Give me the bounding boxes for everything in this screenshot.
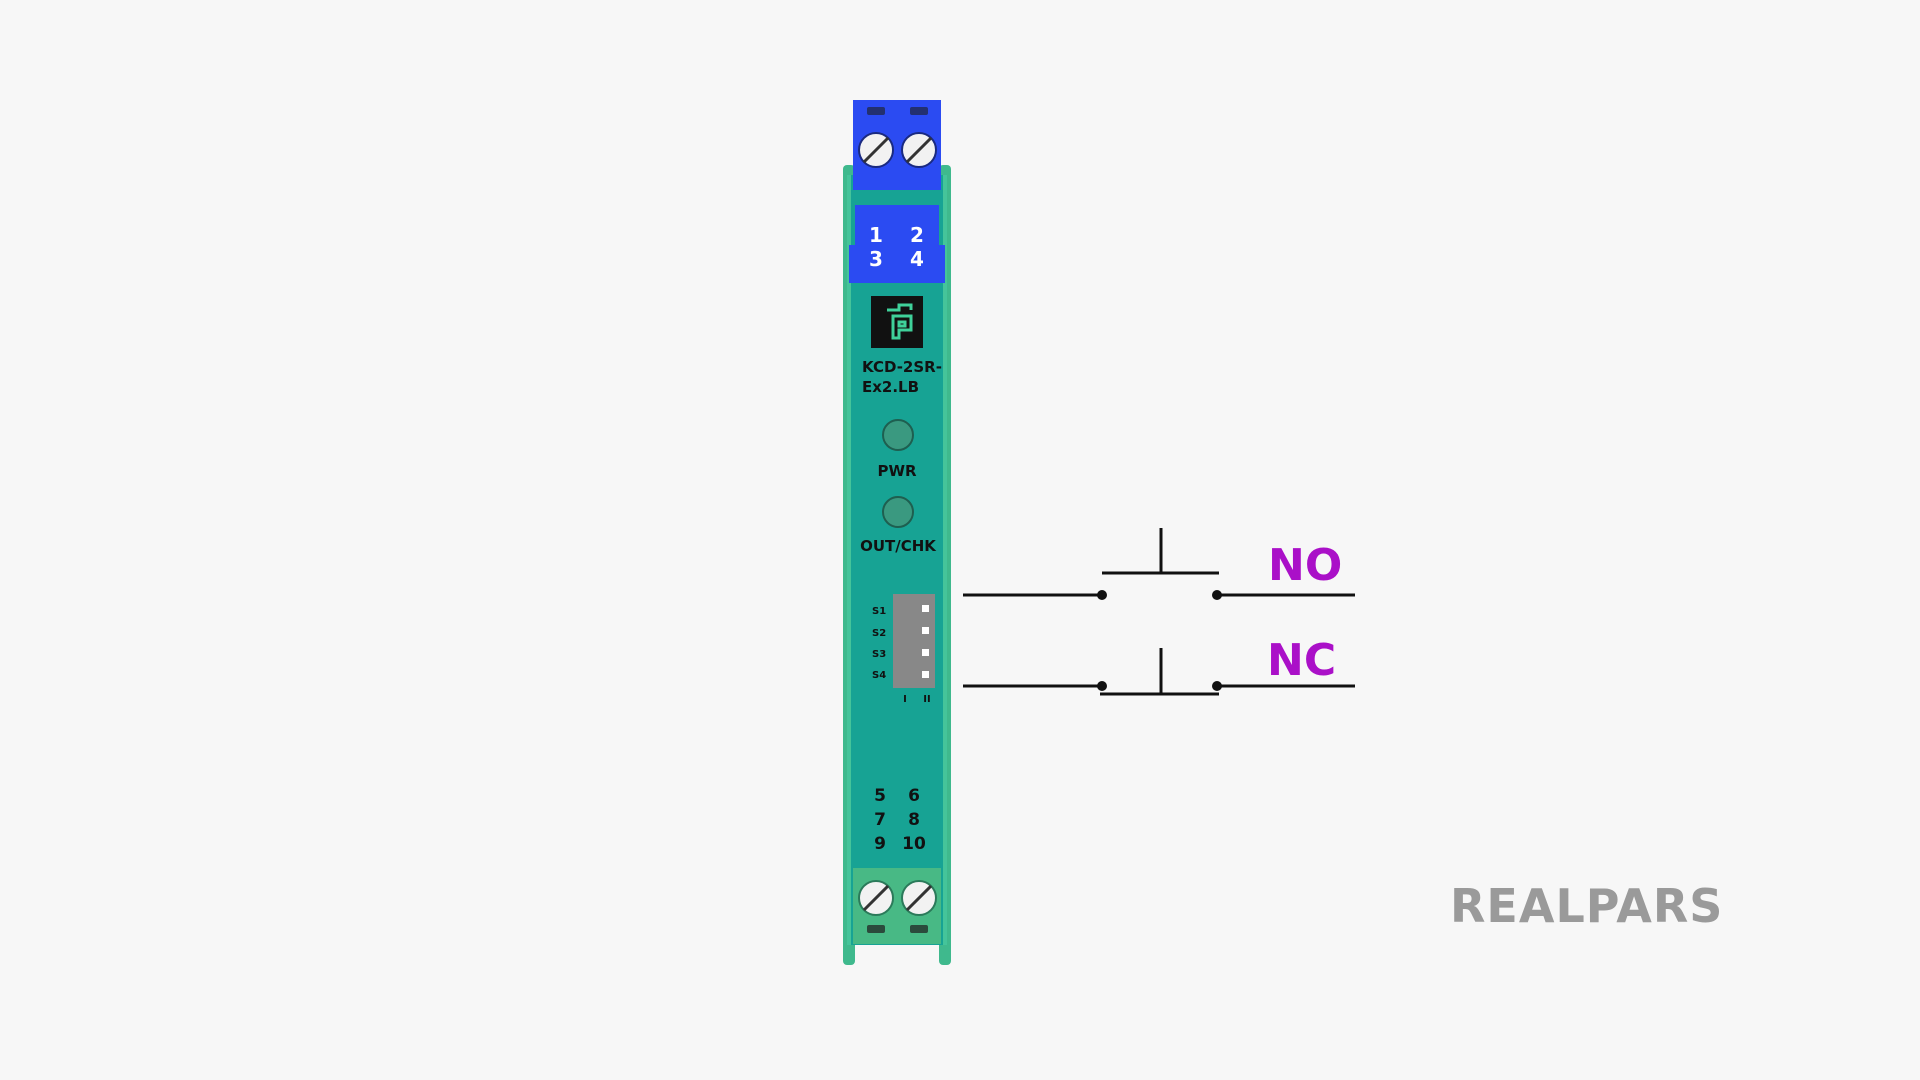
terminal-label-5: 5	[874, 786, 886, 806]
terminal-label-10: 10	[902, 834, 926, 854]
out-chk-led-icon	[882, 496, 914, 528]
terminal-label-6: 6	[908, 786, 920, 806]
bottom-terminal-block	[853, 868, 941, 944]
no-contact-terminal-dot	[1212, 590, 1222, 600]
top-terminal-label-plate	[855, 205, 939, 245]
switch-label-s4: S4	[872, 670, 886, 681]
nc-contact-terminal-dot	[1097, 681, 1107, 691]
nc-contact-label: NC	[1267, 635, 1336, 686]
module-body	[847, 175, 947, 945]
no-contact-label: NO	[1268, 540, 1342, 591]
screw-icon[interactable]	[901, 132, 937, 168]
screw-icon[interactable]	[901, 880, 937, 916]
switch-position-ii: II	[923, 694, 930, 705]
top-terminal-slot-left	[867, 107, 885, 115]
switch-label-s3: S3	[872, 649, 886, 660]
model-name-line2: Ex2.LB	[862, 378, 919, 396]
realpars-watermark-logo: REALPARS	[1450, 879, 1723, 933]
terminal-label-4: 4	[910, 247, 924, 271]
no-contact-symbol	[963, 528, 1355, 597]
pwr-led-label: PWR	[877, 462, 917, 480]
module-body-edge-left	[847, 175, 851, 945]
top-terminal-slot-right	[910, 107, 928, 115]
dip-switch-toggle[interactable]	[922, 627, 929, 634]
model-name-line1: KCD-2SR-	[862, 358, 942, 376]
module-body-edge-right	[943, 175, 947, 945]
pf-logo-icon	[871, 296, 923, 348]
nc-contact-terminal-dot	[1212, 681, 1222, 691]
terminal-label-1: 1	[869, 223, 883, 247]
switch-position-i: I	[903, 694, 907, 705]
dip-switch-toggle[interactable]	[922, 671, 929, 678]
terminal-label-9: 9	[874, 834, 886, 854]
screw-icon[interactable]	[858, 880, 894, 916]
terminal-label-2: 2	[910, 223, 924, 247]
switch-label-s1: S1	[872, 606, 886, 617]
switch-label-s2: S2	[872, 628, 886, 639]
bottom-terminal-slot-right	[910, 925, 928, 933]
bottom-terminal-slot-left	[867, 925, 885, 933]
dip-switch-toggle[interactable]	[922, 649, 929, 656]
no-contact-terminal-dot	[1097, 590, 1107, 600]
kcd-module: 1 2 3 4 KCD-2SR- Ex2.LB PWR OUT/CHK S1 S…	[843, 100, 951, 965]
terminal-label-3: 3	[869, 247, 883, 271]
top-terminal-label-plate-wide	[849, 245, 945, 283]
dip-switch-block[interactable]: S1 S2 S3 S4 I II	[872, 594, 935, 705]
out-chk-led-label: OUT/CHK	[860, 537, 937, 555]
terminal-label-7: 7	[874, 810, 886, 830]
screw-icon[interactable]	[858, 132, 894, 168]
terminal-label-8: 8	[908, 810, 920, 830]
top-terminal-block: 1 2 3 4	[849, 100, 945, 283]
dip-switch-toggle[interactable]	[922, 605, 929, 612]
nc-contact-symbol	[963, 648, 1355, 696]
pwr-led-icon	[882, 419, 914, 451]
